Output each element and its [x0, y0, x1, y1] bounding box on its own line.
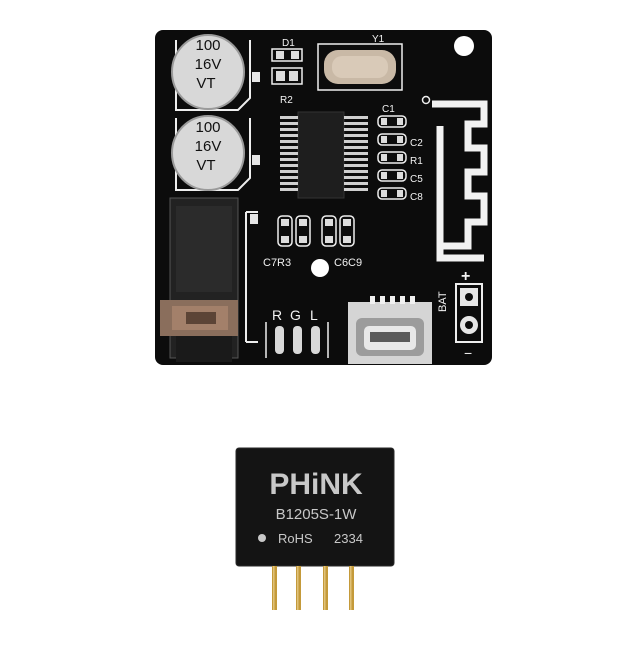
passive-column: C1 C2 R1 C5 C8 [377, 104, 423, 203]
cap-bottom-line2: 16V [195, 138, 222, 155]
label-r2: R2 [280, 95, 293, 106]
label-d1: D1 [282, 38, 295, 49]
module-rohs: RoHS [278, 531, 313, 546]
main-ic [280, 111, 368, 199]
cap-top-line1: 100 [195, 37, 220, 54]
label-c6c9: C6C9 [334, 257, 362, 269]
cap-bottom-line3: VT [196, 157, 215, 174]
pin1-dot [258, 534, 266, 542]
crystal-y1: Y1 [317, 34, 403, 91]
label-y1: Y1 [372, 34, 385, 45]
label-r: R [272, 307, 282, 323]
label-c2: C2 [410, 138, 423, 149]
label-minus: − [464, 345, 472, 361]
label-c1: C1 [382, 104, 395, 115]
label-c7r3: C7R3 [263, 257, 291, 269]
mounting-hole [454, 36, 474, 56]
label-r1: R1 [410, 156, 423, 167]
capacitor-bottom: 100 16V VT [171, 115, 251, 191]
label-g: G [290, 307, 301, 323]
dc-dc-module: PHiNK B1205S-1W RoHS 2334 [235, 447, 395, 610]
antenna-trace [421, 95, 488, 262]
battery-terminal: BAT + − [437, 268, 483, 361]
label-plus: + [461, 268, 470, 285]
module-brand: PHiNK [269, 468, 363, 501]
audio-jack [160, 197, 258, 362]
micro-usb-port [348, 296, 432, 364]
smd-pads-left [250, 72, 260, 224]
module-part-number: B1205S-1W [276, 506, 358, 523]
rgl-pads: R G L [265, 307, 329, 358]
capacitor-top: 100 16V VT [171, 34, 251, 111]
module-pins [272, 566, 354, 610]
label-l: L [310, 307, 318, 323]
label-c5: C5 [410, 174, 423, 185]
cap-top-line2: 16V [195, 56, 222, 73]
lower-passives: C7R3 C6C9 [263, 215, 362, 269]
bluetooth-audio-board: 100 16V VT 100 16V VT D1 R [155, 30, 492, 365]
mounting-hole [311, 259, 329, 277]
cap-bottom-line1: 100 [195, 119, 220, 136]
label-c8: C8 [410, 192, 423, 203]
d1-r2-parts: D1 R2 [271, 38, 303, 106]
label-bat: BAT [437, 291, 449, 312]
cap-top-line3: VT [196, 75, 215, 92]
module-date-code: 2334 [334, 531, 363, 546]
